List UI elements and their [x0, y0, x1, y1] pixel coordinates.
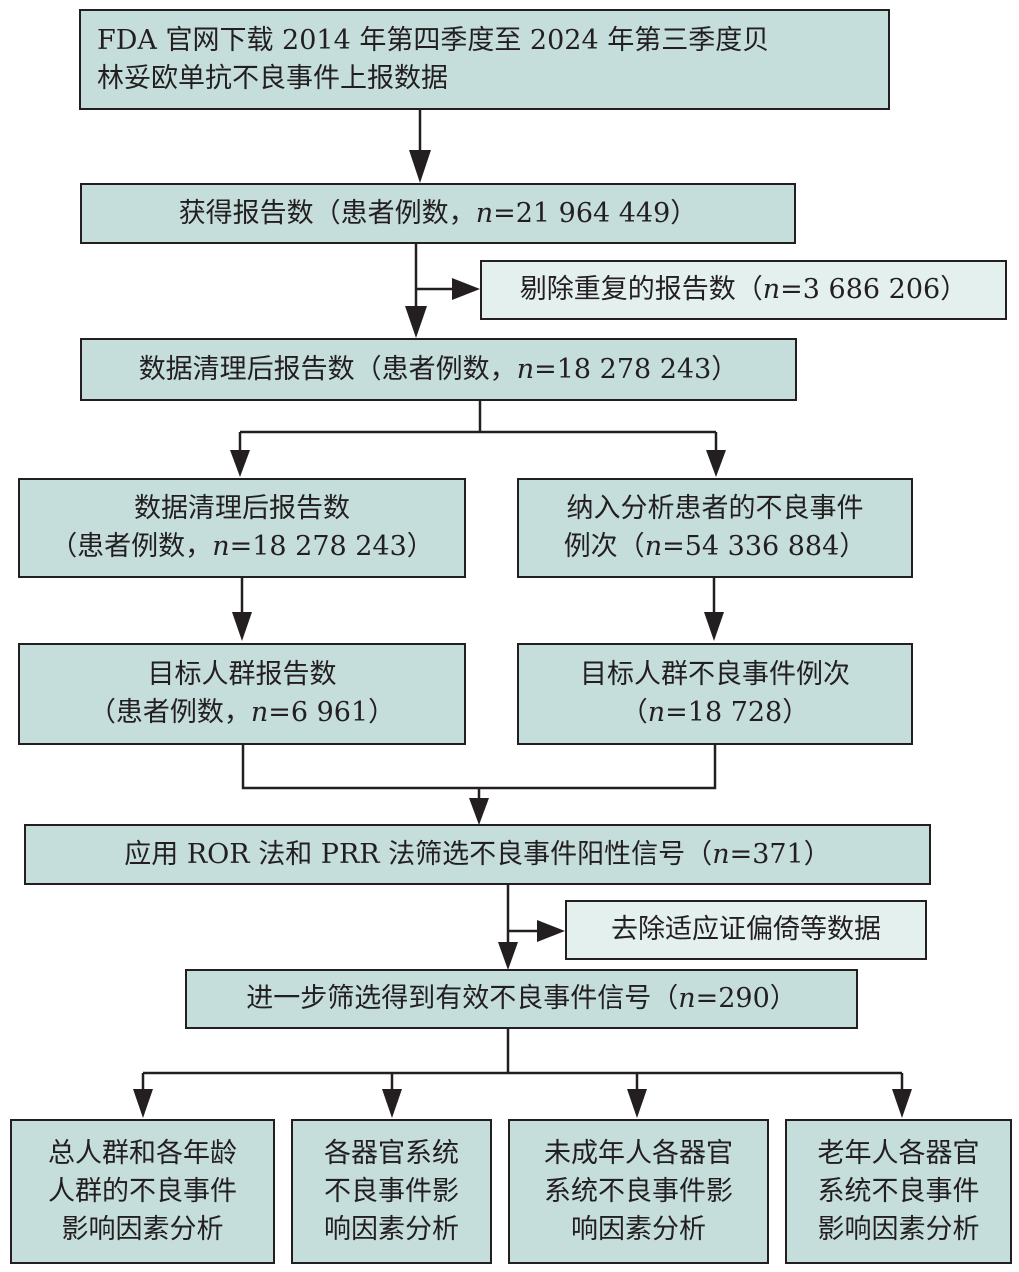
- target-ae-count: =18 728: [665, 697, 783, 728]
- connector-split-bottom: [141, 1028, 904, 1092]
- target-reports-count: =6 961: [268, 697, 369, 728]
- target-reports-box: 目标人群报告数 （患者例数，n=6 961）: [18, 643, 466, 745]
- outcome-box-elderly: 老年人各器官 系统不良事件 影响因素分析: [785, 1119, 1012, 1264]
- arrowhead: [409, 150, 431, 183]
- n-label: n: [712, 838, 730, 870]
- outcome-line: 影响因素分析: [61, 1213, 224, 1245]
- cleaned-branch-count: =18 278 243: [229, 531, 407, 562]
- arrowhead: [892, 1089, 912, 1118]
- arrowhead: [469, 798, 489, 825]
- outcome-line: 响因素分析: [571, 1213, 706, 1245]
- ae-cases-included-box: 纳入分析患者的不良事件 例次（n=54 336 884）: [517, 478, 913, 578]
- duplicates-removed-box: 剔除重复的报告数（n=3 686 206）: [480, 260, 1007, 320]
- reports-obtained-box: 获得报告数（患者例数，n=21 964 449）: [80, 183, 796, 244]
- connector-split-top: [238, 401, 718, 452]
- target-reports-line-1: 目标人群报告数: [147, 659, 337, 690]
- source-box: FDA 官网下载 2014 年第四季度至 2024 年第三季度贝 林妥欧单抗不良…: [79, 9, 890, 110]
- n-label: n: [644, 531, 663, 562]
- target-ae-cases-box: 目标人群不良事件例次 （n=18 728）: [517, 643, 913, 745]
- ror-prr-prefix: 应用 ROR 法和 PRR 法筛选不良事件阳性信号（: [124, 838, 713, 870]
- arrowhead: [704, 612, 724, 641]
- outcome-line: 各器官系统: [324, 1137, 459, 1169]
- close-paren: ）: [803, 838, 831, 870]
- n-label: n: [678, 983, 696, 1014]
- target-ae-line-1: 目标人群不良事件例次: [580, 659, 850, 690]
- close-paren: ）: [940, 274, 968, 305]
- close-paren: ）: [782, 697, 810, 728]
- outcome-box-overall-age: 总人群和各年龄 人群的不良事件 影响因素分析: [10, 1119, 275, 1264]
- outcome-line: 不良事件影: [324, 1175, 459, 1207]
- cleaned-count: =18 278 243: [534, 353, 712, 385]
- ae-cases-prefix: 例次（: [563, 531, 645, 562]
- source-line-2: 林妥欧单抗不良事件上报数据: [97, 62, 448, 94]
- n-label: n: [762, 274, 781, 305]
- close-paren: ）: [769, 983, 797, 1014]
- arrowhead: [452, 278, 480, 300]
- n-label: n: [647, 697, 666, 728]
- outcome-line: 老年人各器官: [817, 1137, 980, 1169]
- close-paren: ）: [839, 531, 867, 562]
- reports-obtained-prefix: 获得报告数（患者例数，: [178, 197, 476, 229]
- ae-cases-line-1: 纳入分析患者的不良事件: [566, 493, 864, 524]
- outcome-line: 系统不良事件: [817, 1175, 980, 1207]
- valid-signals-box: 进一步筛选得到有效不良事件信号（n=290）: [185, 969, 858, 1029]
- outcome-line: 影响因素分析: [817, 1213, 980, 1245]
- cleaned-branch-line-1: 数据清理后报告数: [134, 493, 350, 524]
- arrowhead: [133, 1089, 153, 1118]
- duplicates-prefix: 剔除重复的报告数（: [519, 274, 763, 305]
- n-label: n: [250, 697, 269, 728]
- target-ae-prefix: （: [620, 697, 648, 728]
- indication-bias-removed-box: 去除适应证偏倚等数据: [565, 900, 927, 960]
- close-paren: ）: [406, 531, 434, 562]
- n-label: n: [516, 353, 535, 385]
- cleaned-reports-box: 数据清理后报告数（患者例数，n=18 278 243）: [80, 338, 797, 401]
- outcome-line: 未成年人各器官: [544, 1137, 733, 1169]
- cleaned-reports-branch-box: 数据清理后报告数 （患者例数，n=18 278 243）: [18, 478, 466, 578]
- outcome-box-organ-systems: 各器官系统 不良事件影 响因素分析: [291, 1119, 492, 1264]
- arrowhead: [498, 942, 518, 970]
- arrowhead: [537, 920, 565, 942]
- arrowhead: [706, 450, 726, 477]
- cleaned-branch-prefix: （患者例数，: [50, 531, 213, 562]
- close-paren: ）: [368, 697, 396, 728]
- connector-merge: [241, 745, 717, 800]
- n-label: n: [212, 531, 230, 562]
- indication-bias-text: 去除适应证偏倚等数据: [611, 914, 881, 945]
- outcome-box-minors: 未成年人各器官 系统不良事件影 响因素分析: [508, 1119, 769, 1264]
- ae-cases-count: =54 336 884: [662, 531, 840, 562]
- ror-prr-signals-box: 应用 ROR 法和 PRR 法筛选不良事件阳性信号（n=371）: [24, 824, 931, 885]
- target-reports-prefix: （患者例数，: [88, 697, 251, 728]
- n-label: n: [475, 197, 494, 229]
- ror-prr-count: =371: [729, 838, 804, 870]
- arrowhead: [230, 450, 250, 477]
- arrowhead: [405, 306, 427, 338]
- valid-signals-count: =290: [695, 983, 770, 1014]
- source-line-1: FDA 官网下载 2014 年第四季度至 2024 年第三季度贝: [97, 24, 770, 56]
- cleaned-prefix: 数据清理后报告数（患者例数，: [138, 353, 517, 385]
- arrowhead: [382, 1089, 402, 1118]
- arrowhead: [232, 612, 252, 641]
- duplicates-count: =3 686 206: [780, 274, 941, 305]
- arrowhead: [627, 1089, 647, 1118]
- outcome-line: 人群的不良事件: [48, 1175, 237, 1207]
- reports-obtained-count: =21 964 449: [493, 197, 671, 229]
- close-paren: ）: [711, 353, 739, 385]
- outcome-line: 总人群和各年龄: [48, 1137, 237, 1169]
- close-paren: ）: [670, 197, 698, 229]
- outcome-line: 系统不良事件影: [544, 1175, 733, 1207]
- valid-signals-prefix: 进一步筛选得到有效不良事件信号（: [246, 983, 679, 1014]
- outcome-line: 响因素分析: [324, 1213, 459, 1245]
